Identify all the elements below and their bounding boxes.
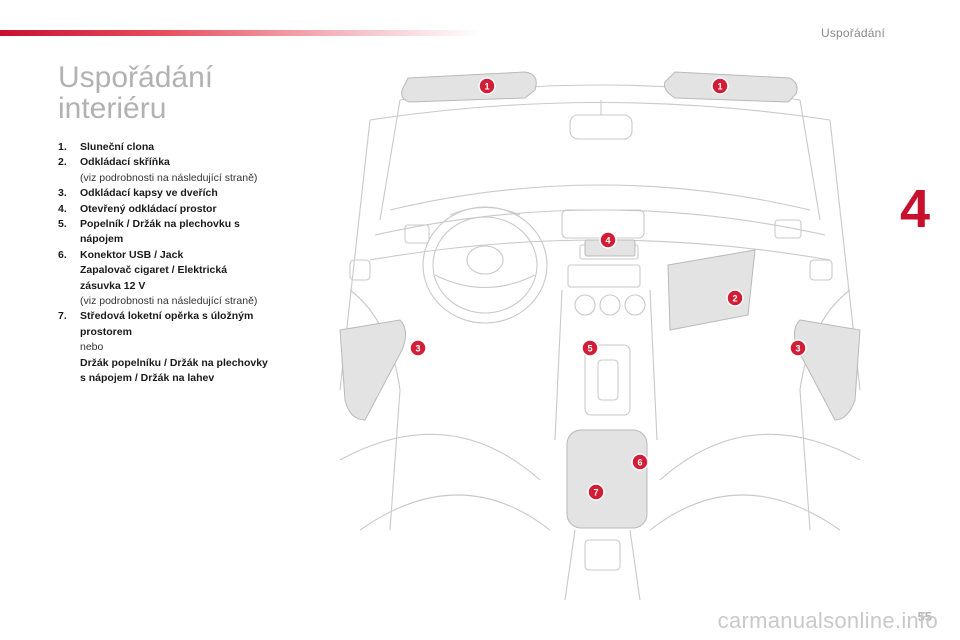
title-line-2: interiéru — [58, 92, 167, 125]
legend-item: 1. Sluneční clona — [58, 140, 318, 155]
zone-sun-visor-right — [664, 71, 798, 103]
legend-item-number: 3. — [58, 187, 67, 200]
zone-glovebox — [667, 249, 756, 331]
callout-1-left: 1 — [478, 77, 496, 95]
callout-3-left: 3 — [409, 339, 427, 357]
legend-item-line: (viz podrobnosti na následující straně) — [80, 171, 258, 184]
legend-item-line: nápojem — [80, 233, 124, 246]
legend-item-number: 5. — [58, 218, 67, 231]
legend-item-line: Odkládací skříňka — [80, 156, 170, 169]
callout-6: 6 — [631, 453, 649, 471]
legend-item-text: Odkládací skříňka (viz podrobnosti na nás… — [80, 155, 318, 186]
legend-item-line: Zapalovač cigaret / Elektrická — [80, 264, 228, 277]
section-header: Uspořádání — [820, 26, 885, 40]
legend-item-line: Odkládací kapsy ve dveřích — [80, 187, 218, 200]
title-line-1: Uspořádání — [58, 61, 214, 94]
legend-item-line: Sluneční clona — [80, 141, 155, 153]
legend-item: 3. Odkládací kapsy ve dveřích — [58, 186, 318, 201]
legend-item: 4. Otevřený odkládací prostor — [58, 202, 318, 217]
legend-item-line: Popelník / Držák na plechovku s — [80, 218, 240, 231]
legend-item-text: Odkládací kapsy ve dveřích — [80, 186, 318, 201]
watermark: carmanualsonline.info — [717, 608, 938, 633]
legend-item: 2. Odkládací skříňka (viz podrobnosti na n… — [58, 155, 318, 186]
legend-item-line: prostorem — [80, 325, 132, 338]
legend-item-line: Středová loketní opěrka s úložným — [80, 310, 254, 323]
page-number: 55 — [917, 609, 932, 624]
svg-text:6: 6 — [637, 458, 642, 468]
callout-2: 2 — [726, 289, 744, 307]
legend-item-text: Popelník / Držák na plechovku s nápojem — [80, 217, 318, 248]
zone-door-pocket-right — [794, 319, 861, 421]
zone-sun-visor-left — [401, 71, 537, 103]
legend-item-number: 7. — [58, 310, 67, 323]
legend-item-number: 1. — [58, 141, 67, 153]
interior-illustration: 1 1 4 2 3 3 5 6 — [339, 71, 861, 600]
chapter-number: 4 — [900, 179, 931, 239]
svg-text:2: 2 — [732, 294, 737, 304]
header-accent-bar — [0, 30, 480, 36]
legend-item: 7. Středová loketní opěrka s úložným prost… — [58, 309, 318, 386]
legend-item-line: Držák popelníku / Držák na plechovky — [80, 356, 268, 369]
page-title: Uspořádání interiéru — [58, 62, 213, 124]
zone-armrest — [566, 429, 648, 529]
legend-item-line: Konektor USB / Jack — [80, 248, 184, 261]
svg-text:4: 4 — [605, 236, 610, 246]
callout-4: 4 — [599, 231, 617, 249]
legend-item-number: 6. — [58, 248, 67, 261]
callout-7: 7 — [587, 483, 605, 501]
legend-item-text: Sluneční clona — [80, 140, 318, 155]
legend-item-line: s nápojem / Držák na lahev — [80, 372, 215, 385]
svg-text:7: 7 — [593, 488, 598, 498]
svg-text:3: 3 — [795, 344, 800, 354]
legend-item-text: Otevřený odkládací prostor — [80, 202, 318, 217]
callout-3-right: 3 — [789, 339, 807, 357]
legend-item-line: Otevřený odkládací prostor — [80, 202, 217, 215]
legend-list: 1. Sluneční clona 2. Odkládací skříňka (viz … — [58, 140, 318, 387]
legend-item-text: Středová loketní opěrka s úložným prostor… — [80, 309, 318, 386]
legend-item-line: nebo — [80, 341, 104, 354]
callout-5: 5 — [581, 339, 599, 357]
legend-item: 5. Popelník / Držák na plechovku s nápojem — [58, 217, 318, 248]
svg-text:3: 3 — [415, 344, 420, 354]
zone-door-pocket-left — [339, 319, 406, 421]
legend-item-line: (viz podrobnosti na následující straně) — [80, 295, 258, 308]
svg-text:1: 1 — [717, 82, 722, 92]
legend-item-number: 4. — [58, 202, 67, 215]
svg-text:1: 1 — [484, 82, 489, 92]
legend-item-number: 2. — [58, 156, 67, 169]
legend-item-line: zásuvka 12 V — [80, 279, 146, 292]
callout-1-right: 1 — [711, 77, 729, 95]
svg-text:5: 5 — [587, 344, 592, 354]
